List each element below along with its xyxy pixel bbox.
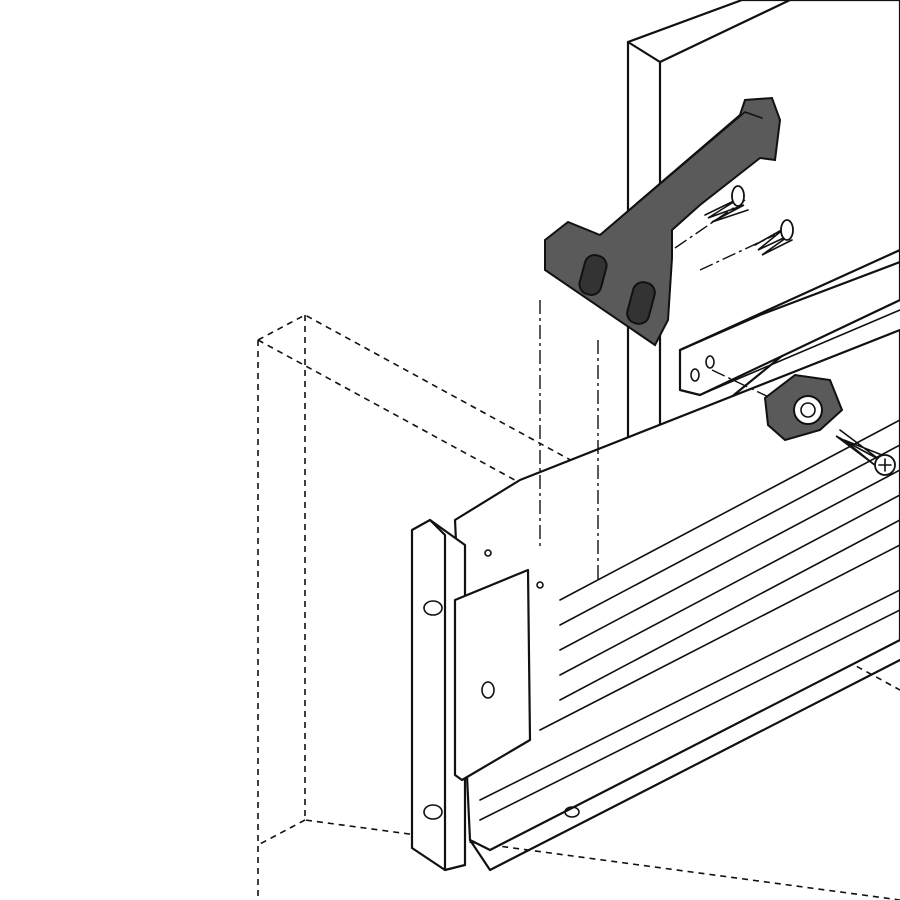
drawer-side — [453, 328, 900, 872]
screw-icon — [835, 429, 896, 476]
rear-hook-bracket — [544, 96, 782, 347]
screw-icon — [754, 219, 794, 256]
drawer-side-grooves — [479, 419, 900, 821]
cam-fitting — [763, 373, 844, 442]
front-bracket — [410, 518, 532, 872]
screw-icon — [704, 185, 749, 223]
runner-rail — [678, 248, 900, 397]
